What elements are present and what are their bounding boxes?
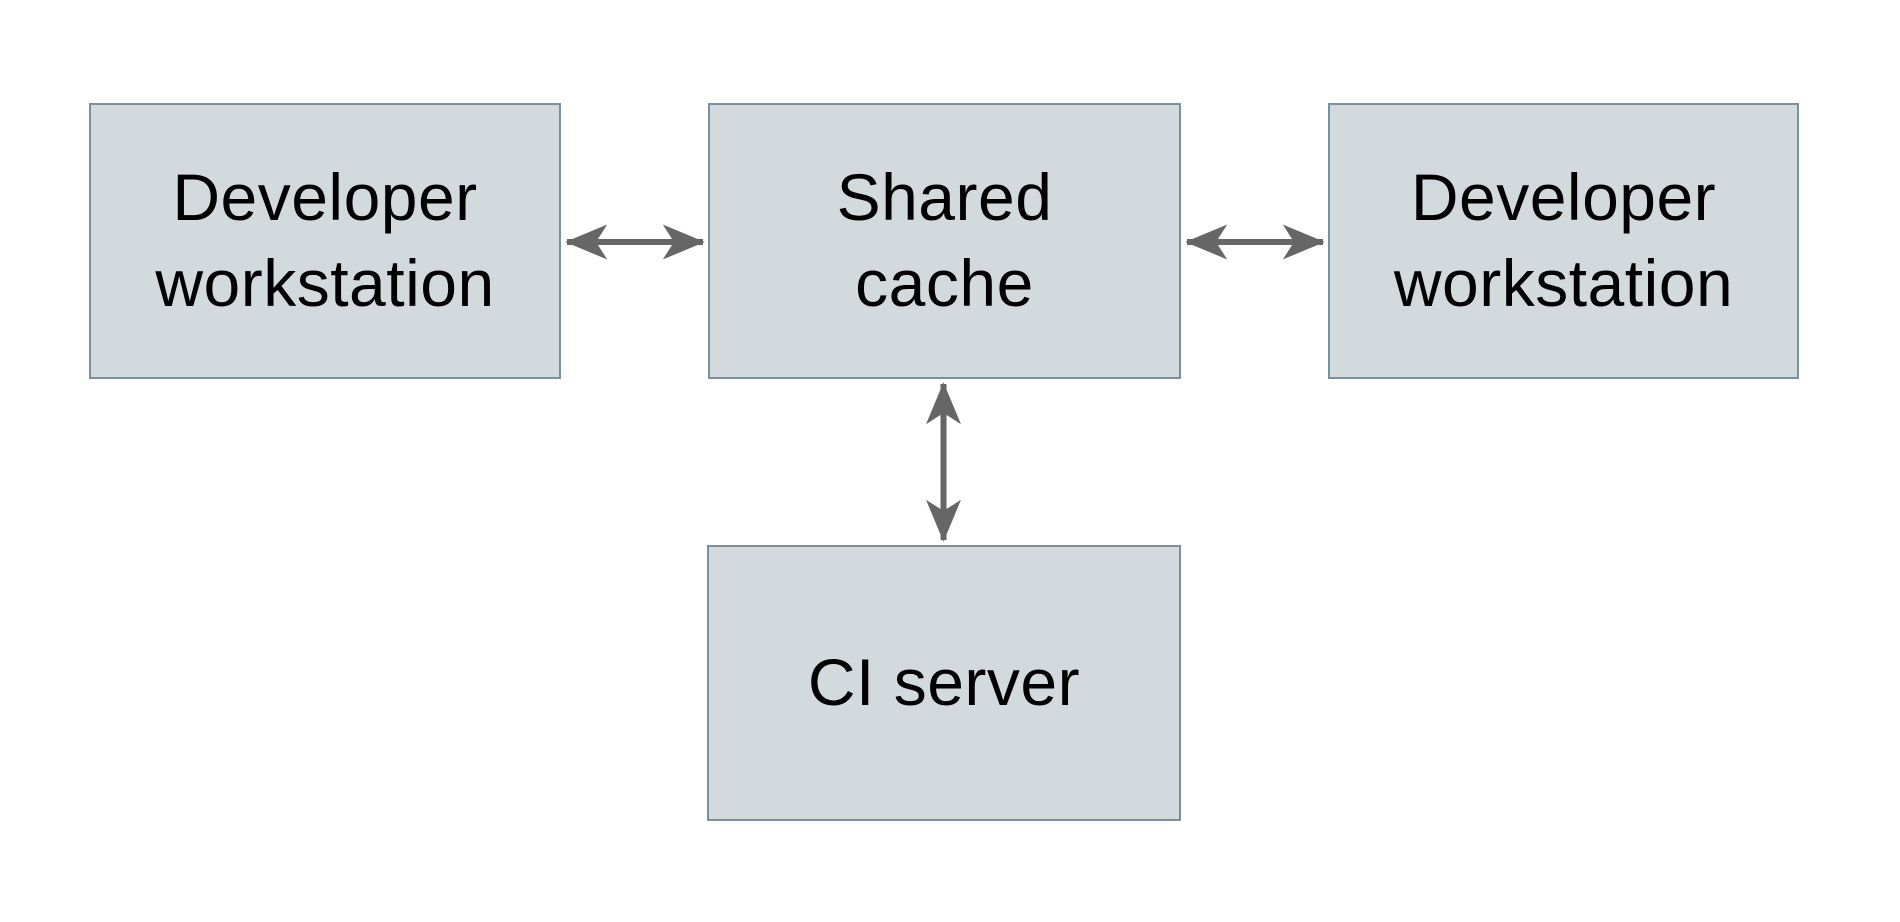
ci-server-box: CI server: [707, 545, 1181, 821]
ci-server-label: CI server: [807, 645, 1081, 720]
developer-workstation-left-box: Developer workstation: [89, 103, 561, 379]
shared-cache-label: Shared cache: [836, 160, 1053, 320]
developer-workstation-right-label: Developer workstation: [1393, 160, 1734, 320]
developer-workstation-right-box: Developer workstation: [1328, 103, 1799, 379]
developer-workstation-left-label: Developer workstation: [155, 160, 495, 320]
shared-cache-box: Shared cache: [708, 103, 1181, 379]
